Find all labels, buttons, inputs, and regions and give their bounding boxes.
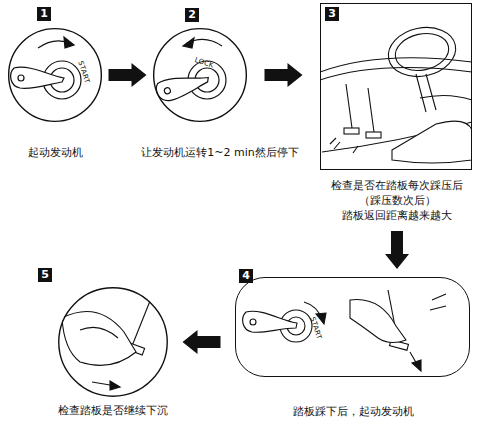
circle-outline [153, 28, 247, 122]
illustration-stroke [154, 67, 211, 104]
dial-marking: START [76, 60, 91, 84]
illustration-stroke [183, 38, 194, 48]
illustration-stroke [154, 67, 211, 104]
illustration-stroke [80, 327, 118, 338]
illustration-stroke [250, 319, 256, 325]
illustration-stroke [430, 294, 446, 310]
step-number: 1 [37, 7, 51, 21]
step-caption: 检查踏板是否继续下沉 [33, 403, 193, 418]
illustration-stroke [384, 21, 460, 82]
illustration-stroke [420, 95, 472, 100]
step-caption: 让发动机运转1~2 min然后停下 [117, 145, 323, 160]
circle-outline [154, 29, 247, 122]
block-arrow [385, 231, 409, 269]
illustration-stroke [416, 74, 436, 112]
illustration-stroke [64, 37, 74, 48]
illustration-stroke [346, 84, 374, 132]
illustration-stroke [132, 296, 152, 346]
dashboard-art [320, 21, 472, 163]
dial-marking: START [308, 316, 323, 340]
ignition-key-art [11, 37, 81, 99]
illustration-stroke [164, 87, 172, 95]
pedal-start-art [243, 290, 446, 371]
step-circle: 2让发动机运转1~2 min然后停下 [153, 28, 247, 122]
step-number: 2 [185, 8, 199, 22]
dial-marking: LOCK [194, 56, 215, 70]
circle-outline [58, 287, 168, 397]
step-panel: 4踏板踩下后，起动发动机 [235, 277, 470, 377]
step-caption: 检查是否在踏板每次踩压后 （踩压数次后） 踏板返回距离越来越大 [315, 178, 477, 223]
illustration-stroke [62, 312, 136, 366]
illustration-stroke [392, 121, 472, 163]
illustration-stroke [350, 300, 406, 343]
illustration-stroke [392, 29, 452, 75]
step-number: 4 [239, 269, 253, 283]
block-arrow [109, 63, 147, 87]
illustration-stroke [11, 67, 64, 88]
circle-outline [9, 29, 102, 122]
step-circle: 5检查踏板是否继续下沉 [58, 287, 168, 397]
pedal-check-art [62, 296, 152, 390]
illustration-stroke [412, 360, 421, 371]
step-number: 3 [325, 7, 339, 21]
circle-outline [59, 288, 167, 396]
illustration-stroke [243, 311, 297, 332]
step-panel: 3检查是否在踏板每次踩压后 （踩压数次后） 踏板返回距离越来越大 [320, 3, 472, 170]
step-caption: 起动发动机 [0, 145, 127, 160]
block-arrow [265, 63, 303, 87]
illustration-stroke [110, 381, 120, 390]
step-number: 5 [38, 268, 52, 282]
illustration-stroke [330, 138, 358, 153]
illustration-stroke [320, 68, 472, 81]
illustration-stroke [18, 75, 24, 81]
illustration-stroke [344, 128, 359, 134]
ignition-key-art [154, 38, 226, 104]
block-arrow [183, 330, 221, 354]
illustration-stroke [366, 132, 381, 138]
step-caption: 踏板踩下后，起动发动机 [236, 404, 471, 419]
